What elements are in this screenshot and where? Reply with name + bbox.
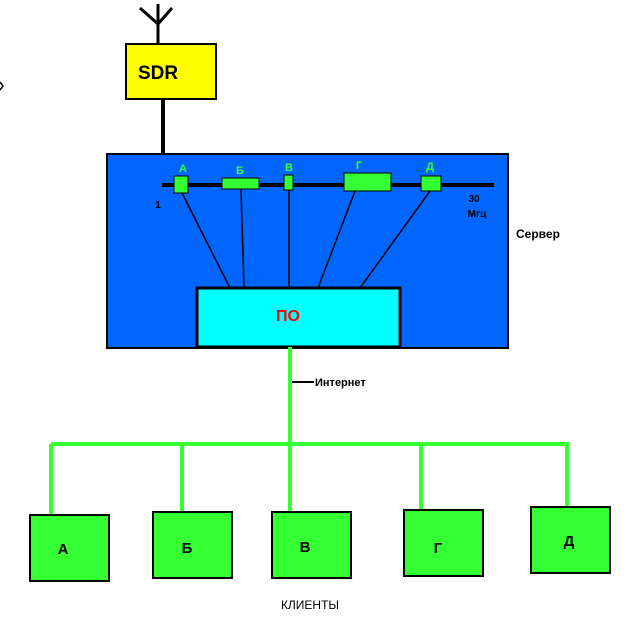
segment-links xyxy=(181,188,431,289)
segment-g-label: Г xyxy=(356,160,363,172)
client-g-label: Г xyxy=(434,540,443,557)
frequency-segment-g: Г xyxy=(343,160,392,192)
client-box-d: Д xyxy=(530,506,611,574)
segment-b-label: Б xyxy=(236,165,244,177)
segment-a-label: А xyxy=(179,163,187,175)
software-label: ПО xyxy=(276,308,300,325)
server-label: Сервер xyxy=(516,227,560,241)
frequency-segment-v: В xyxy=(283,162,294,191)
client-d-label: Д xyxy=(564,533,575,550)
frequency-segment-d: Д xyxy=(420,161,442,192)
software-box: ПО xyxy=(195,286,402,349)
range-end-label: 30 xyxy=(468,194,480,205)
sdr-box: SDR xyxy=(125,43,217,100)
clients-caption: КЛИЕНТЫ xyxy=(281,598,339,612)
client-a-label: А xyxy=(58,541,69,558)
client-b-label: Б xyxy=(182,540,193,557)
segment-v-label: В xyxy=(285,162,293,174)
segment-d-label: Д xyxy=(426,161,434,173)
antenna-icon xyxy=(139,4,174,44)
client-box-a: А xyxy=(29,514,110,582)
stray-mark xyxy=(0,81,4,91)
frequency-segment-a: А xyxy=(173,163,189,194)
internet-label: Интернет xyxy=(315,377,366,389)
client-box-v: В xyxy=(271,511,352,579)
frequency-segment-b: Б xyxy=(221,165,260,190)
client-box-b: Б xyxy=(152,511,233,579)
range-unit-label: Мгц xyxy=(468,209,487,220)
sdr-label: SDR xyxy=(138,63,178,84)
client-v-label: В xyxy=(300,539,311,556)
server-box: 1 30 Мгц А Б В Г Д xyxy=(106,153,509,349)
distribution-bus xyxy=(49,442,569,515)
range-start-label: 1 xyxy=(155,200,161,211)
client-box-g: Г xyxy=(403,509,484,577)
